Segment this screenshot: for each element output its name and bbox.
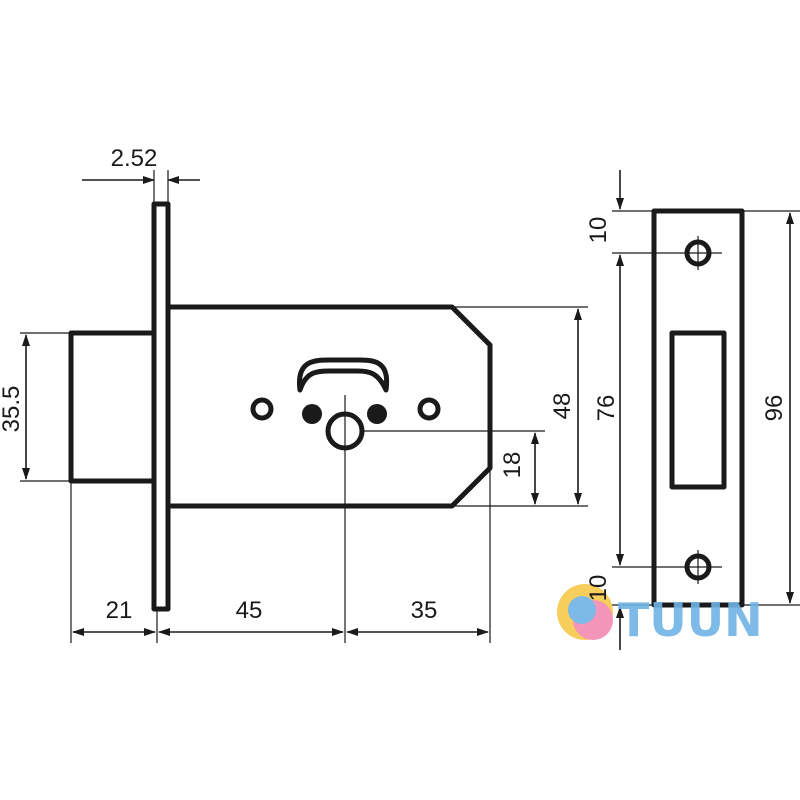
rivet-right — [367, 404, 387, 424]
strike-plate — [651, 208, 745, 608]
dim-backset: 45 — [236, 597, 263, 624]
screw-hole-left — [250, 397, 274, 421]
dim-key-offset: 18 — [499, 452, 526, 479]
lock-body-view — [68, 201, 493, 612]
rivet-left — [302, 404, 322, 424]
watermark-logo-circle-blue — [568, 596, 596, 624]
strike-bolt-opening — [669, 330, 727, 490]
dim-strike-bottom-margin: 10 — [585, 575, 612, 602]
extension-lines — [20, 170, 800, 643]
watermark-text: TUUN — [618, 593, 763, 647]
watermark-logo — [557, 584, 613, 640]
key-guide-slot — [296, 357, 390, 393]
lock-case — [165, 304, 493, 509]
dim-body-rear: 35 — [411, 597, 438, 624]
dim-faceplate-thickness: 2.52 — [111, 145, 158, 172]
dim-bolt-projection: 21 — [106, 597, 133, 624]
dim-body-height: 48 — [549, 393, 576, 420]
deadbolt — [68, 330, 157, 484]
dim-strike-hole-spacing: 76 — [593, 395, 620, 422]
dim-strike-height: 96 — [761, 395, 788, 422]
screw-hole-right — [417, 397, 441, 421]
strike-plate-view — [651, 208, 745, 608]
dim-strike-top-margin: 10 — [585, 217, 612, 244]
dim-bolt-height: 35.5 — [0, 386, 25, 433]
dimension-lines — [22, 170, 794, 650]
dimension-labels: 2.52 35.5 21 45 35 48 18 10 76 10 96 — [0, 145, 788, 624]
